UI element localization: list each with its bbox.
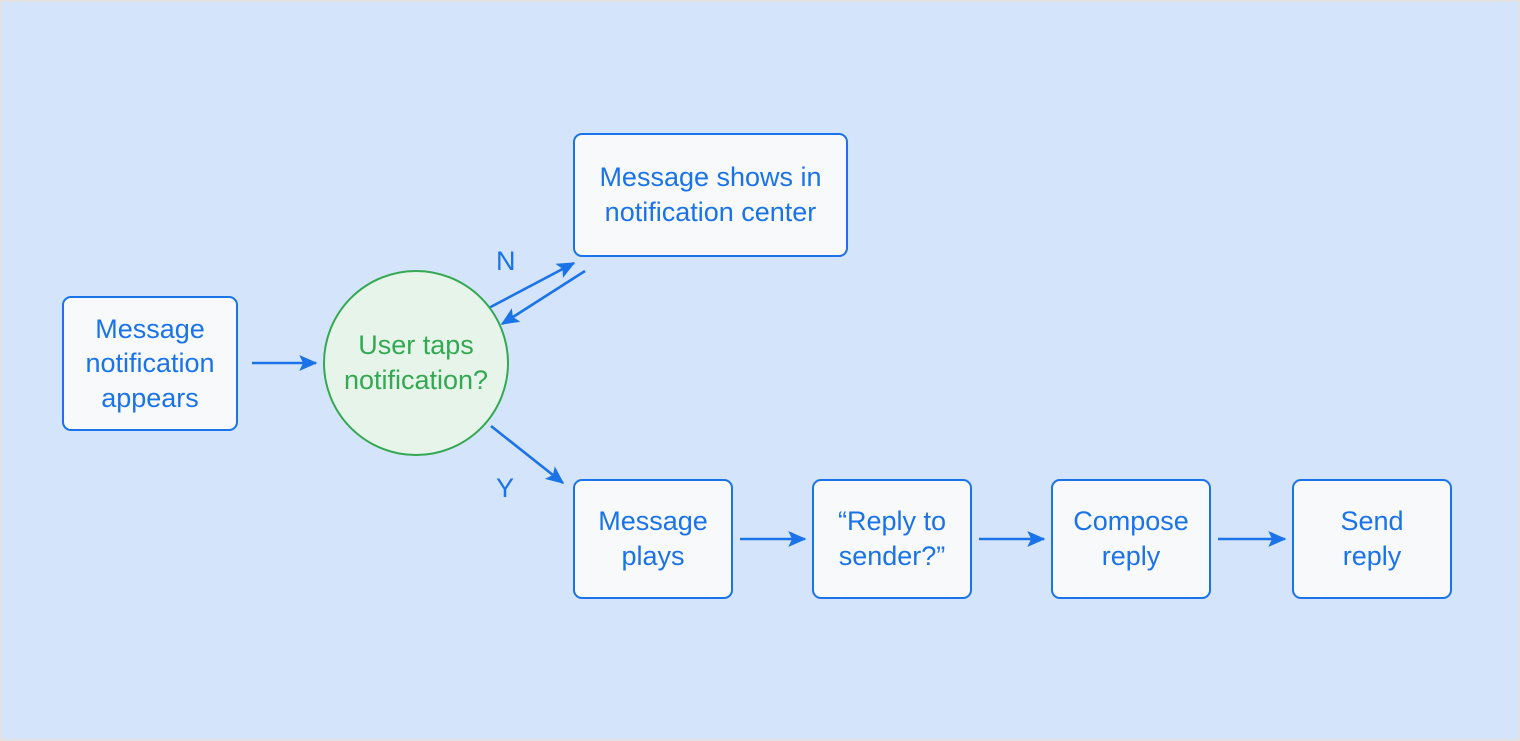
node-message-shows-in-notification-center[interactable]: Message shows in notification center: [573, 133, 848, 257]
node-compose-reply[interactable]: Compose reply: [1051, 479, 1211, 599]
node-reply-to-sender[interactable]: “Reply to sender?”: [812, 479, 972, 599]
node-send-reply[interactable]: Send reply: [1292, 479, 1452, 599]
node-message-plays[interactable]: Message plays: [573, 479, 733, 599]
node-user-taps-notification-decision[interactable]: User taps notification?: [323, 270, 509, 456]
node-message-notification-appears[interactable]: Message notification appears: [62, 296, 238, 431]
edge-label-yes: Y: [496, 473, 515, 503]
edge-notif-center-to-decision: [500, 269, 586, 326]
edge-label-no: N: [496, 246, 516, 276]
